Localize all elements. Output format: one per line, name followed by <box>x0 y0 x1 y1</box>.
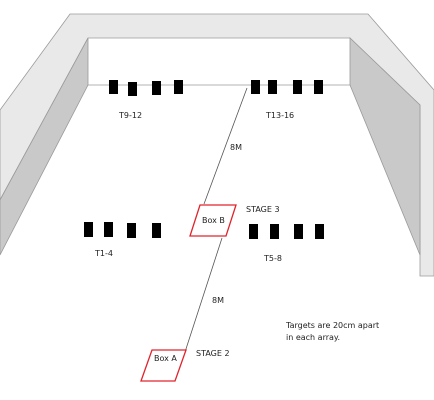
distance-line-lower <box>184 237 223 353</box>
target <box>152 223 161 238</box>
target-array-label: T1-4 <box>94 249 113 258</box>
distance-label-lower: 8M <box>212 296 224 305</box>
shooting-box-b: Box B STAGE 3 <box>189 204 280 237</box>
target-array-label: T9-12 <box>118 111 142 120</box>
stage-label: STAGE 3 <box>246 205 280 214</box>
berm-top-surface <box>0 13 434 277</box>
target <box>315 224 324 239</box>
target <box>294 224 303 239</box>
target <box>109 80 118 94</box>
target <box>84 222 93 237</box>
box-outline <box>189 204 237 237</box>
target <box>174 80 183 94</box>
berm-left-face <box>0 37 89 256</box>
box-outline <box>140 349 187 382</box>
target-array-label: T13-16 <box>265 111 294 120</box>
target <box>270 224 279 239</box>
target-array-t9-12: T9-12 <box>109 80 183 120</box>
stage-label: STAGE 2 <box>196 349 230 358</box>
berm-right-face <box>349 37 421 256</box>
note-line-1: Targets are 20cm apart <box>285 321 379 330</box>
target <box>314 80 323 94</box>
target <box>268 80 277 94</box>
shooting-box-a: Box A STAGE 2 <box>140 349 230 382</box>
target <box>152 81 161 95</box>
target-array-t13-16: T13-16 <box>251 80 323 120</box>
spacing-note: Targets are 20cm apart in each array. <box>285 321 379 342</box>
note-line-2: in each array. <box>286 333 340 342</box>
target <box>128 82 137 96</box>
target-array-label: T5-8 <box>263 254 282 263</box>
target <box>293 80 302 94</box>
target <box>127 223 136 238</box>
target <box>251 80 260 94</box>
target-array-t1-4: T1-4 <box>84 222 161 258</box>
distance-line-upper <box>203 87 248 205</box>
target <box>104 222 113 237</box>
berm-wall <box>0 13 434 277</box>
distance-label-upper: 8M <box>230 143 242 152</box>
target <box>249 224 258 239</box>
target-array-t5-8: T5-8 <box>249 224 324 263</box>
box-label: Box A <box>154 354 177 363</box>
box-label: Box B <box>202 216 225 225</box>
